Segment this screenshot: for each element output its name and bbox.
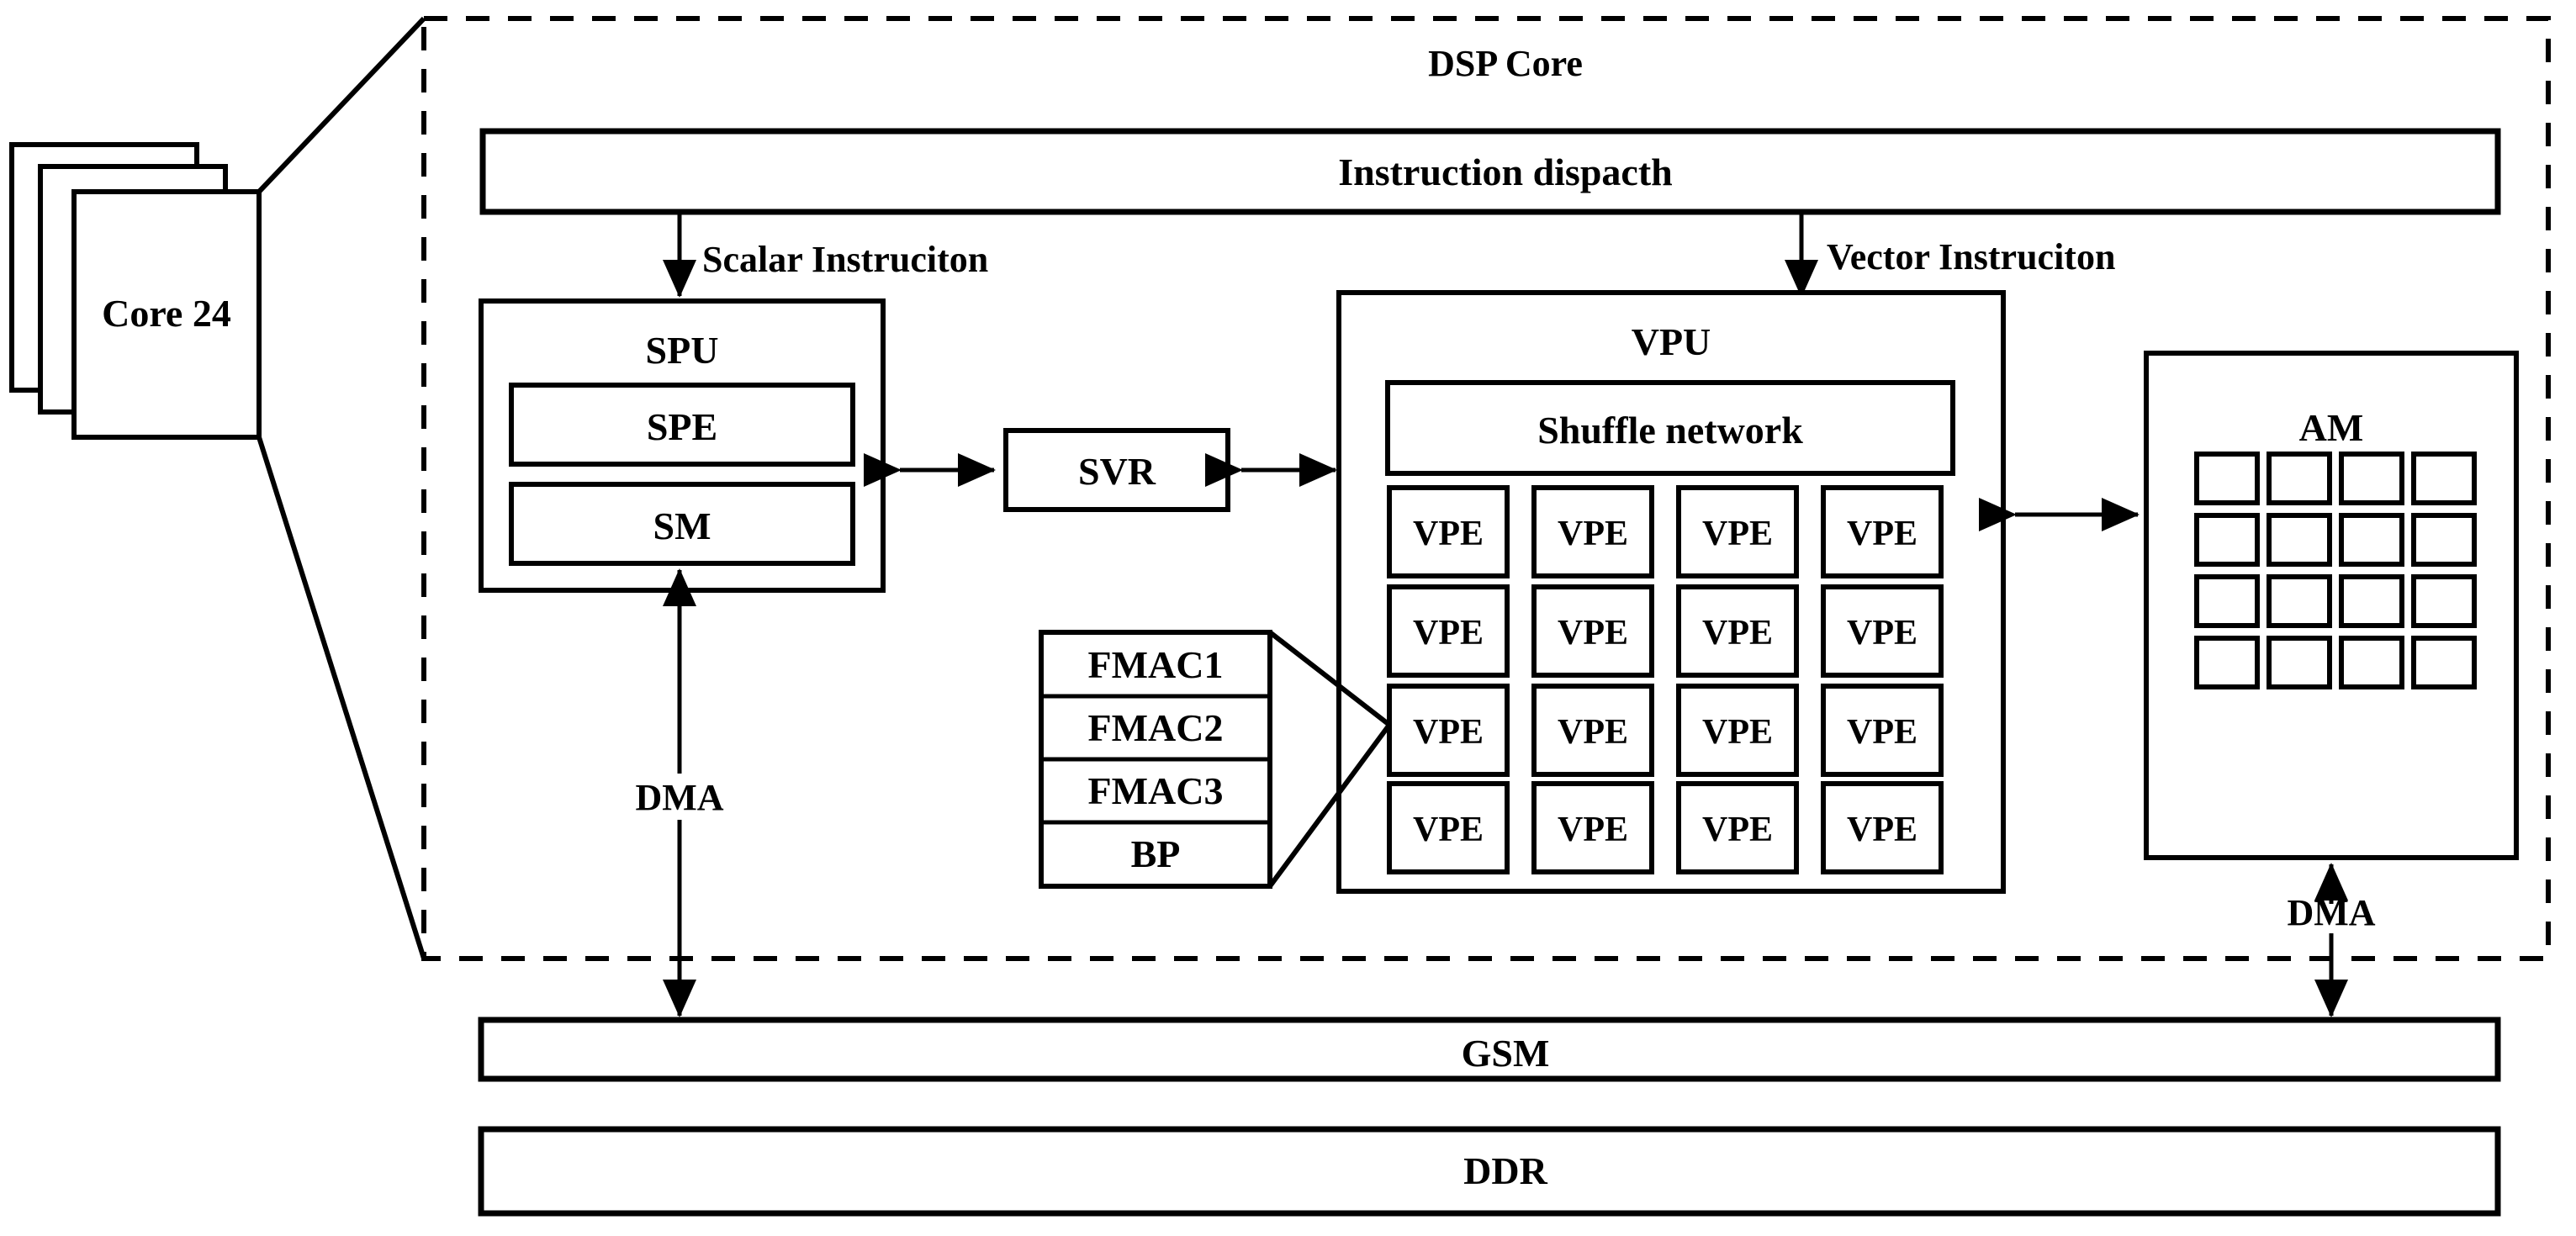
spe-label: SPE	[647, 405, 717, 448]
vector-instruction-label: Vector Instruciton	[1827, 236, 2115, 277]
vpe-cell[interactable]	[1531, 584, 1654, 678]
vpe-cell[interactable]	[1676, 584, 1799, 678]
am-cell	[2411, 636, 2477, 689]
vpe-label: VPE	[1847, 515, 1917, 553]
am-cell	[2194, 452, 2260, 505]
fmac3-label: FMAC3	[1088, 769, 1224, 812]
sm-label: SM	[653, 504, 711, 547]
vpe-cell[interactable]	[1387, 684, 1510, 777]
vpe-label: VPE	[1558, 713, 1628, 752]
vpe-label: VPE	[1847, 713, 1917, 752]
vpe-cell[interactable]	[1676, 781, 1799, 874]
instruction-dispatch-box[interactable]	[479, 128, 2501, 215]
vpe-cell[interactable]	[1821, 584, 1944, 678]
am-cell	[2194, 513, 2260, 567]
fmac-vpe-link-upper	[1268, 630, 1391, 727]
core-stack-label: Core 24	[102, 292, 231, 335]
am-cell	[2267, 452, 2332, 505]
scalar-instruction-label: Scalar Instruciton	[702, 239, 988, 280]
dma-right-label: DMA	[2287, 892, 2375, 933]
dma-left-label: DMA	[635, 777, 723, 818]
instruction-dispatch-label: Instruction dispacth	[1338, 151, 1672, 193]
am-label: AM	[2299, 406, 2364, 449]
am-cell	[2339, 636, 2404, 689]
shuffle-network-box[interactable]	[1385, 380, 1955, 476]
dsp-core-title: DSP Core	[1428, 43, 1583, 84]
am-cell	[2267, 574, 2332, 628]
core-fan-line-top	[257, 16, 426, 194]
am-cell	[2194, 636, 2260, 689]
vpe-cell[interactable]	[1531, 684, 1654, 777]
core-stack-sheet-front[interactable]	[71, 189, 262, 440]
vpe-cell[interactable]	[1531, 781, 1654, 874]
gsm-box[interactable]	[478, 1017, 2501, 1082]
vpe-cell[interactable]	[1676, 485, 1799, 578]
am-cell	[2339, 452, 2404, 505]
spe-box[interactable]	[509, 383, 855, 467]
vpe-label: VPE	[1413, 614, 1484, 652]
ddr-label: DDR	[1463, 1149, 1547, 1192]
am-cell	[2267, 513, 2332, 567]
vpe-label: VPE	[1702, 811, 1773, 849]
vpe-label: VPE	[1413, 811, 1484, 849]
vpe-cell[interactable]	[1531, 485, 1654, 578]
vpe-cell[interactable]	[1821, 485, 1944, 578]
vpu-label: VPU	[1632, 320, 1711, 363]
vpe-label: VPE	[1702, 614, 1773, 652]
core-fan-line-bottom	[257, 436, 426, 959]
am-cell	[2411, 574, 2477, 628]
am-cell	[2411, 452, 2477, 505]
vpe-label: VPE	[1702, 713, 1773, 752]
vpe-label: VPE	[1413, 515, 1484, 553]
vpe-label: VPE	[1847, 614, 1917, 652]
spu-label: SPU	[646, 329, 719, 372]
bp-label: BP	[1131, 832, 1181, 875]
am-cell	[2339, 574, 2404, 628]
vpe-cell[interactable]	[1387, 485, 1510, 578]
vpe-cell[interactable]	[1821, 684, 1944, 777]
fmac2-label: FMAC2	[1088, 706, 1224, 749]
svr-box[interactable]	[1003, 428, 1230, 512]
am-cell	[2411, 513, 2477, 567]
vpe-label: VPE	[1558, 515, 1628, 553]
vpe-label: VPE	[1558, 811, 1628, 849]
vpe-cell[interactable]	[1387, 781, 1510, 874]
vpe-cell[interactable]	[1676, 684, 1799, 777]
vpe-label: VPE	[1847, 811, 1917, 849]
gsm-label: GSM	[1462, 1032, 1550, 1075]
svr-label: SVR	[1078, 450, 1156, 493]
am-cell	[2267, 636, 2332, 689]
am-cell	[2339, 513, 2404, 567]
vpe-label: VPE	[1702, 515, 1773, 553]
am-cell	[2194, 574, 2260, 628]
vpe-label: VPE	[1413, 713, 1484, 752]
fmac-vpe-link-lower	[1267, 723, 1392, 888]
shuffle-network-label: Shuffle network	[1537, 409, 1803, 452]
vpe-cell[interactable]	[1387, 584, 1510, 678]
vpe-label: VPE	[1558, 614, 1628, 652]
sm-box[interactable]	[509, 482, 855, 566]
ddr-box[interactable]	[478, 1126, 2501, 1217]
fmac1-label: FMAC1	[1088, 643, 1224, 686]
vpe-cell[interactable]	[1821, 781, 1944, 874]
